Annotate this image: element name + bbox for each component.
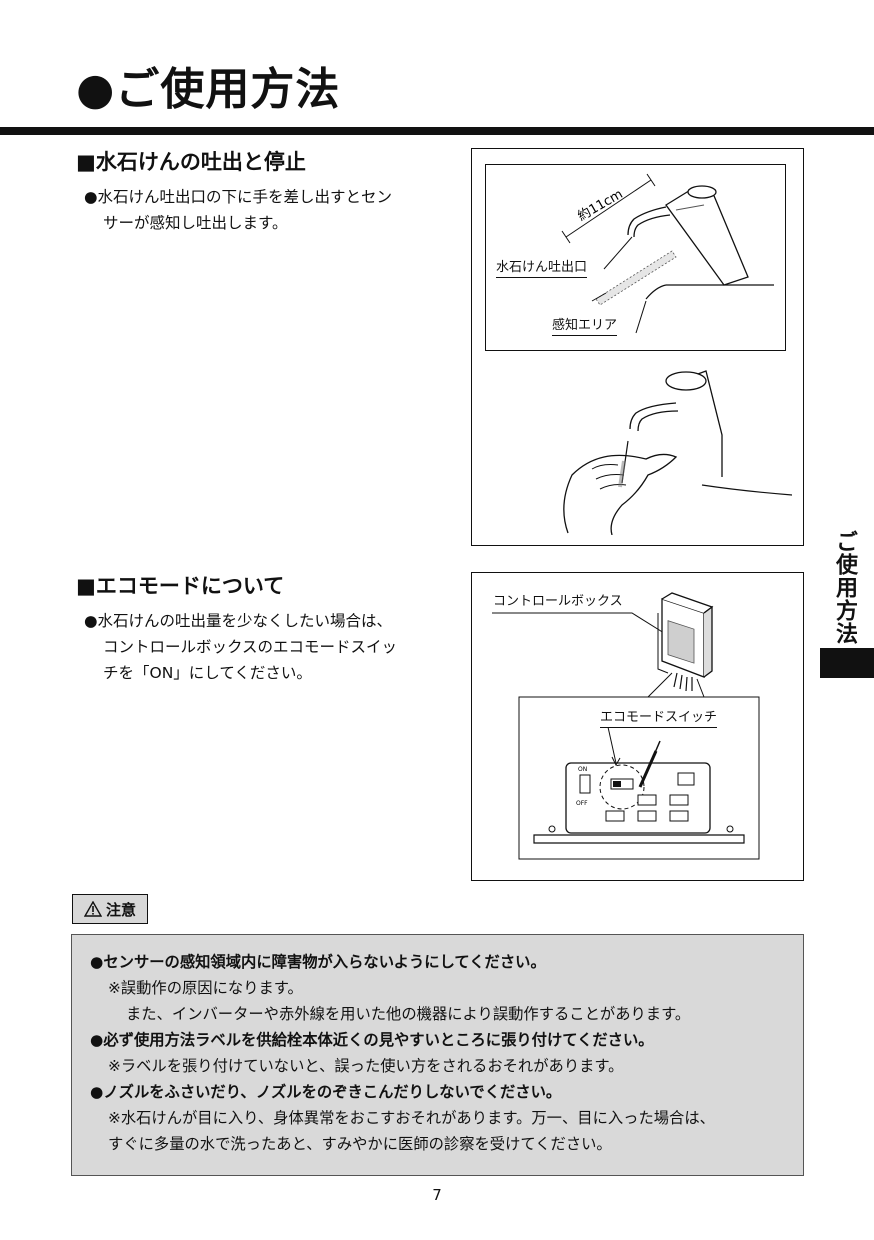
outlet-label: 水石けん吐出口 xyxy=(496,259,588,278)
body-line: ●水石けん吐出口の下に手を差し出すとセン xyxy=(84,188,393,206)
body-line: ●水石けんの吐出量を少なくしたい場合は、 xyxy=(84,612,393,630)
section-heading-soap-dispense: ■水石けんの吐出と停止 xyxy=(76,150,306,174)
figure-dispense-inset: 約11cm 水石けん吐出口 感知エリア xyxy=(485,164,786,351)
body-line: チを「ON」にしてください。 xyxy=(103,664,312,682)
side-tab-label: ご使用方法 xyxy=(832,530,857,645)
hand-faucet-illustration xyxy=(563,370,792,535)
caution-item: ●ノズルをふさいだり、ノズルをのぞきこんだりしないでください。 xyxy=(90,1083,562,1101)
warning-triangle-icon xyxy=(83,901,102,917)
caution-note: また、インバーターや赤外線を用いた他の機器により誤動作することがあります。 xyxy=(126,1005,691,1023)
body-line: コントロールボックスのエコモードスイッ xyxy=(103,638,398,656)
eco-switch-label: エコモードスイッチ xyxy=(600,709,718,728)
dimension-label: 約11cm xyxy=(575,187,625,225)
page-number: 7 xyxy=(432,1186,442,1204)
title-rule xyxy=(0,127,874,135)
caution-label: 注意 xyxy=(72,894,148,924)
page-title: ●ご使用方法 xyxy=(76,64,341,115)
control-box-label: コントロールボックス xyxy=(493,593,623,611)
caution-note: ※ラベルを張り付けていないと、誤った使い方をされるおそれがあります。 xyxy=(108,1057,624,1075)
switch-off-label: OFF xyxy=(576,800,588,807)
figure-dispense: 約11cm 水石けん吐出口 感知エリア xyxy=(471,148,804,546)
section-heading-eco-mode: ■エコモードについて xyxy=(76,574,285,598)
caution-item: ●必ず使用方法ラベルを供給栓本体近くの見やすいところに張り付けてください。 xyxy=(90,1031,654,1049)
caution-item: ●センサーの感知領域内に障害物が入らないようにしてください。 xyxy=(90,953,546,971)
switch-on-label: ON xyxy=(578,766,587,773)
caution-note: ※水石けんが目に入り、身体異常をおこすおそれがあります。万一、目に入った場合は、 xyxy=(108,1109,715,1127)
caution-box: ●センサーの感知領域内に障害物が入らないようにしてください。 ※誤動作の原因にな… xyxy=(71,934,804,1176)
sensing-area-label: 感知エリア xyxy=(552,317,618,336)
figure-eco-mode: ON OFF コントロールボックス エコモードスイッチ xyxy=(471,572,804,881)
section-body-eco-mode: ●水石けんの吐出量を少なくしたい場合は、 コントロールボックスのエコモードスイッ… xyxy=(84,608,456,686)
faucet-side-illustration: 約11cm xyxy=(561,173,774,334)
caution-list: ●センサーの感知領域内に障害物が入らないようにしてください。 ※誤動作の原因にな… xyxy=(90,949,800,1157)
caution-label-text: 注意 xyxy=(105,900,136,919)
caution-note: すぐに多量の水で洗ったあと、すみやかに医師の診察を受けてください。 xyxy=(108,1135,612,1153)
section-body-soap-dispense: ●水石けん吐出口の下に手を差し出すとセン サーが感知し吐出します。 xyxy=(84,184,456,236)
side-tab-bar xyxy=(820,648,874,678)
caution-note: ※誤動作の原因になります。 xyxy=(108,979,303,997)
body-line: サーが感知し吐出します。 xyxy=(103,214,288,232)
